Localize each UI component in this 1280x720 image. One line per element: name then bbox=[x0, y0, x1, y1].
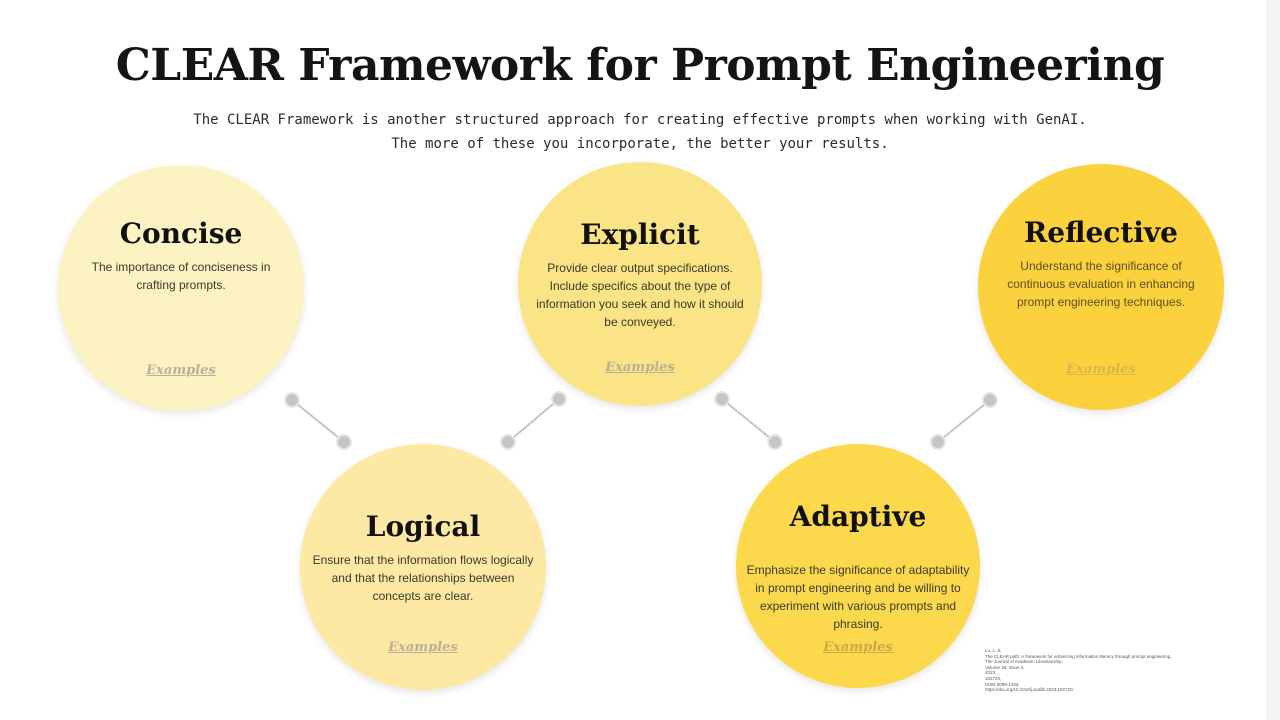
node-title: Adaptive bbox=[789, 500, 927, 533]
connector-dot bbox=[284, 392, 300, 408]
node-title: Logical bbox=[365, 510, 481, 543]
node-concise: Concise The importance of conciseness in… bbox=[58, 165, 304, 411]
citation-block: Lo, L. S. The CLEAR path: A framework fo… bbox=[985, 648, 1270, 693]
node-title: Reflective bbox=[1024, 216, 1178, 249]
citation-line: The CLEAR path: A framework for enhancin… bbox=[985, 653, 1172, 659]
citation-line: The Journal of Academic Librarianship, bbox=[985, 659, 1063, 665]
examples-link[interactable]: Examples bbox=[823, 640, 893, 655]
subtitle-line-1: The CLEAR Framework is another structure… bbox=[193, 112, 1087, 128]
page-title: CLEAR Framework for Prompt Engineering bbox=[115, 40, 1165, 91]
connector-logical-explicit bbox=[507, 398, 560, 443]
connector-concise-logical bbox=[291, 399, 345, 443]
node-logical: Logical Ensure that the information flow… bbox=[300, 444, 546, 690]
connector-dot bbox=[767, 434, 783, 450]
node-description: Ensure that the information flows logica… bbox=[312, 553, 534, 603]
connector-dot bbox=[930, 434, 946, 450]
citation-line: Volume 49, Issue 4, bbox=[985, 664, 1025, 670]
examples-link[interactable]: Examples bbox=[1066, 362, 1136, 377]
connector-dot bbox=[714, 391, 730, 407]
citation-line: https://doi.org/10.1016/j.acalib.2023.10… bbox=[985, 687, 1074, 693]
citation-line: Lo, L. S. bbox=[985, 648, 1002, 653]
node-description: Understand the significance of continuou… bbox=[1007, 259, 1195, 309]
node-adaptive: Adaptive Emphasize the significance of a… bbox=[736, 444, 980, 688]
connector-dot bbox=[982, 392, 998, 408]
connector-explicit-adaptive bbox=[721, 398, 776, 443]
citation-line: 102720, bbox=[985, 675, 1002, 681]
node-description: The importance of conciseness in craftin… bbox=[91, 260, 271, 292]
examples-link[interactable]: Examples bbox=[388, 640, 458, 655]
node-title: Explicit bbox=[580, 218, 700, 251]
citation-line: ISSN 0099-1333, bbox=[985, 681, 1020, 687]
connector-dot bbox=[551, 391, 567, 407]
connector-adaptive-reflective bbox=[937, 399, 991, 443]
right-edge-strip bbox=[1266, 0, 1280, 720]
examples-link[interactable]: Examples bbox=[146, 363, 216, 378]
node-explicit: Explicit Provide clear output specificat… bbox=[518, 162, 762, 406]
subtitle-line-2: The more of these you incorporate, the b… bbox=[391, 136, 889, 152]
connector-dot bbox=[336, 434, 352, 450]
examples-link[interactable]: Examples bbox=[605, 360, 675, 375]
connector-dot bbox=[500, 434, 516, 450]
node-title: Concise bbox=[119, 217, 243, 250]
node-description: Provide clear output specifications. Inc… bbox=[536, 261, 744, 329]
node-description: Emphasize the significance of adaptabili… bbox=[746, 563, 970, 631]
citation-line: 2023, bbox=[985, 670, 997, 676]
node-reflective: Reflective Understand the significance o… bbox=[978, 164, 1224, 410]
page-subtitle: The CLEAR Framework is another structure… bbox=[0, 108, 1280, 156]
